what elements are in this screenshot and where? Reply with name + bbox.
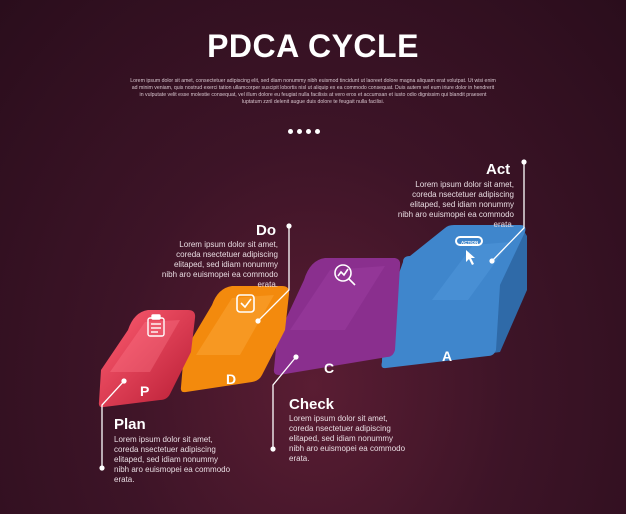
connector-lines (101, 162, 525, 468)
step-heading-act: Act (486, 161, 511, 178)
step-desc-check: Lorem ipsum dolor sit amet, coreda nsect… (289, 414, 406, 463)
dot (315, 129, 320, 134)
action-badge-label: ACTION (461, 240, 478, 245)
block-face (273, 258, 401, 375)
step-letter-act: A (442, 348, 452, 364)
dot (297, 129, 302, 134)
magnify-chart-icon (334, 264, 356, 286)
block-highlight (110, 320, 180, 372)
step-letter-plan: P (140, 383, 149, 399)
action-click-icon (455, 236, 483, 265)
connector-act (491, 162, 525, 262)
page-title: PDCA CYCLE (207, 28, 419, 64)
connector-do (257, 226, 290, 322)
step-letter-do: D (226, 371, 236, 387)
checkbox-icon (236, 294, 255, 313)
dots-divider (288, 121, 338, 134)
connector-dot (255, 318, 261, 324)
block-highlight (290, 266, 385, 330)
connector-plan (101, 380, 125, 468)
connector-dot (521, 159, 527, 165)
connector-dot (121, 378, 127, 384)
connector-dot (293, 354, 299, 360)
step-heading-do: Do (256, 222, 276, 239)
connector-dots (99, 159, 527, 471)
dot (288, 129, 293, 134)
connector-check (272, 356, 297, 449)
step-desc-do: Lorem ipsum dolor sit amet, coreda nsect… (161, 240, 278, 289)
step-block-act (381, 225, 527, 369)
connector-dot (270, 446, 276, 452)
connector-dot (286, 223, 292, 229)
block-highlight (432, 242, 510, 300)
block-face (180, 286, 290, 393)
step-desc-act: Lorem ipsum dolor sit amet, coreda nsect… (397, 180, 514, 229)
connector-dot (489, 258, 495, 264)
dot (306, 129, 311, 134)
connector-dot (99, 465, 105, 471)
intro-paragraph: Lorem ipsum dolor sit amet, consectetuer… (130, 78, 496, 105)
step-desc-plan: Lorem ipsum dolor sit amet, coreda nsect… (114, 435, 231, 484)
step-heading-check: Check (289, 396, 335, 413)
step-letter-check: C (324, 360, 334, 376)
step-block-check (273, 258, 401, 375)
step-heading-plan: Plan (114, 416, 146, 433)
clipboard-icon (147, 314, 165, 337)
